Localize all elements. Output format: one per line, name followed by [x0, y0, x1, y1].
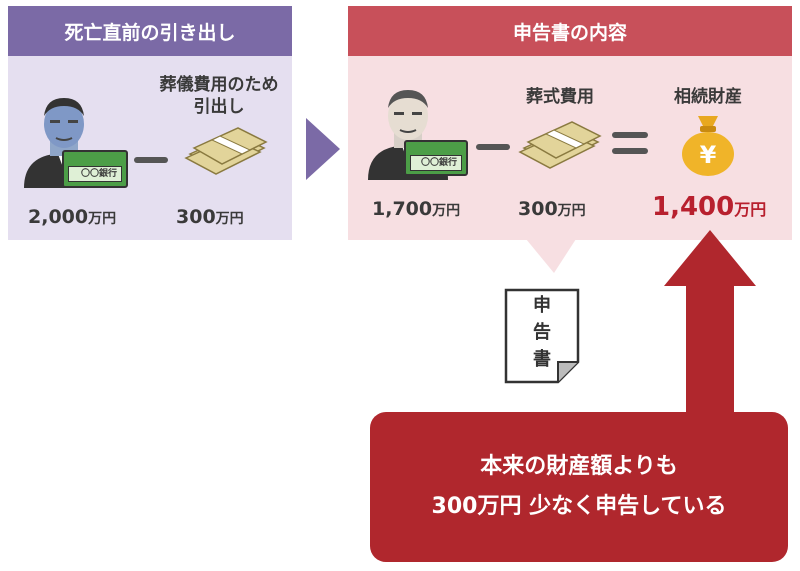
unit: 万円: [432, 203, 461, 219]
right-panel-header: 申告書の内容: [348, 6, 792, 56]
cash-stack-icon: [184, 127, 268, 175]
unit: 万円: [215, 211, 244, 227]
withdrawal-label-line2: 引出し: [193, 97, 245, 117]
callout-line2: 300万円 少なく申告している: [431, 494, 727, 519]
funeral-amount: 300万円: [518, 198, 586, 220]
left-withdrawal-amount-value: 300: [176, 206, 216, 228]
right-bank-amount: 1,700万円: [372, 198, 460, 220]
equals-bar-top: [612, 132, 648, 138]
unit: 万円: [88, 211, 117, 227]
bank-book-icon: 〇〇銀行: [62, 150, 128, 188]
document-char: 書: [533, 349, 551, 370]
withdrawal-label: 葬儀費用のため 引出し: [148, 74, 290, 118]
unit: 万円: [734, 200, 767, 219]
document-char: 申: [533, 295, 551, 316]
inheritance-amount: 1,400万円: [652, 192, 766, 222]
cash-stack-icon: [518, 121, 602, 169]
document-char: 告: [533, 322, 551, 343]
tax-return-document-icon: [504, 288, 580, 384]
left-bank-amount: 2,000万円: [28, 206, 116, 228]
up-arrow-icon: [664, 230, 756, 418]
inheritance-amount-value: 1,400: [652, 192, 735, 222]
document-text: 申 告 書: [525, 292, 559, 373]
right-bank-amount-value: 1,700: [372, 198, 433, 220]
equals-sign: [612, 132, 648, 154]
minus-sign: [134, 157, 168, 163]
left-withdrawal-amount: 300万円: [176, 206, 244, 228]
money-bag-icon: ¥: [682, 116, 734, 176]
bank-book-label: 〇〇銀行: [410, 155, 462, 171]
left-panel-header: 死亡直前の引き出し: [8, 6, 292, 56]
yen-symbol: ¥: [700, 141, 717, 169]
callout-box: 本来の財産額よりも 300万円 少なく申告している: [370, 412, 788, 562]
right-arrow-icon: [306, 118, 340, 180]
equals-bar-bottom: [612, 148, 648, 154]
funeral-amount-value: 300: [518, 198, 558, 220]
left-bank-amount-value: 2,000: [28, 206, 89, 228]
bank-book-label: 〇〇銀行: [68, 166, 122, 182]
callout-line1: 本来の財産額よりも: [480, 454, 678, 479]
bank-book-icon: 〇〇銀行: [404, 140, 468, 176]
unit: 万円: [557, 203, 586, 219]
inheritance-label: 相続財産: [674, 87, 742, 107]
withdrawal-label-line1: 葬儀費用のため: [159, 75, 279, 95]
funeral-cost-label: 葬式費用: [526, 87, 594, 107]
minus-sign: [476, 144, 510, 150]
speech-pointer: [526, 239, 576, 273]
